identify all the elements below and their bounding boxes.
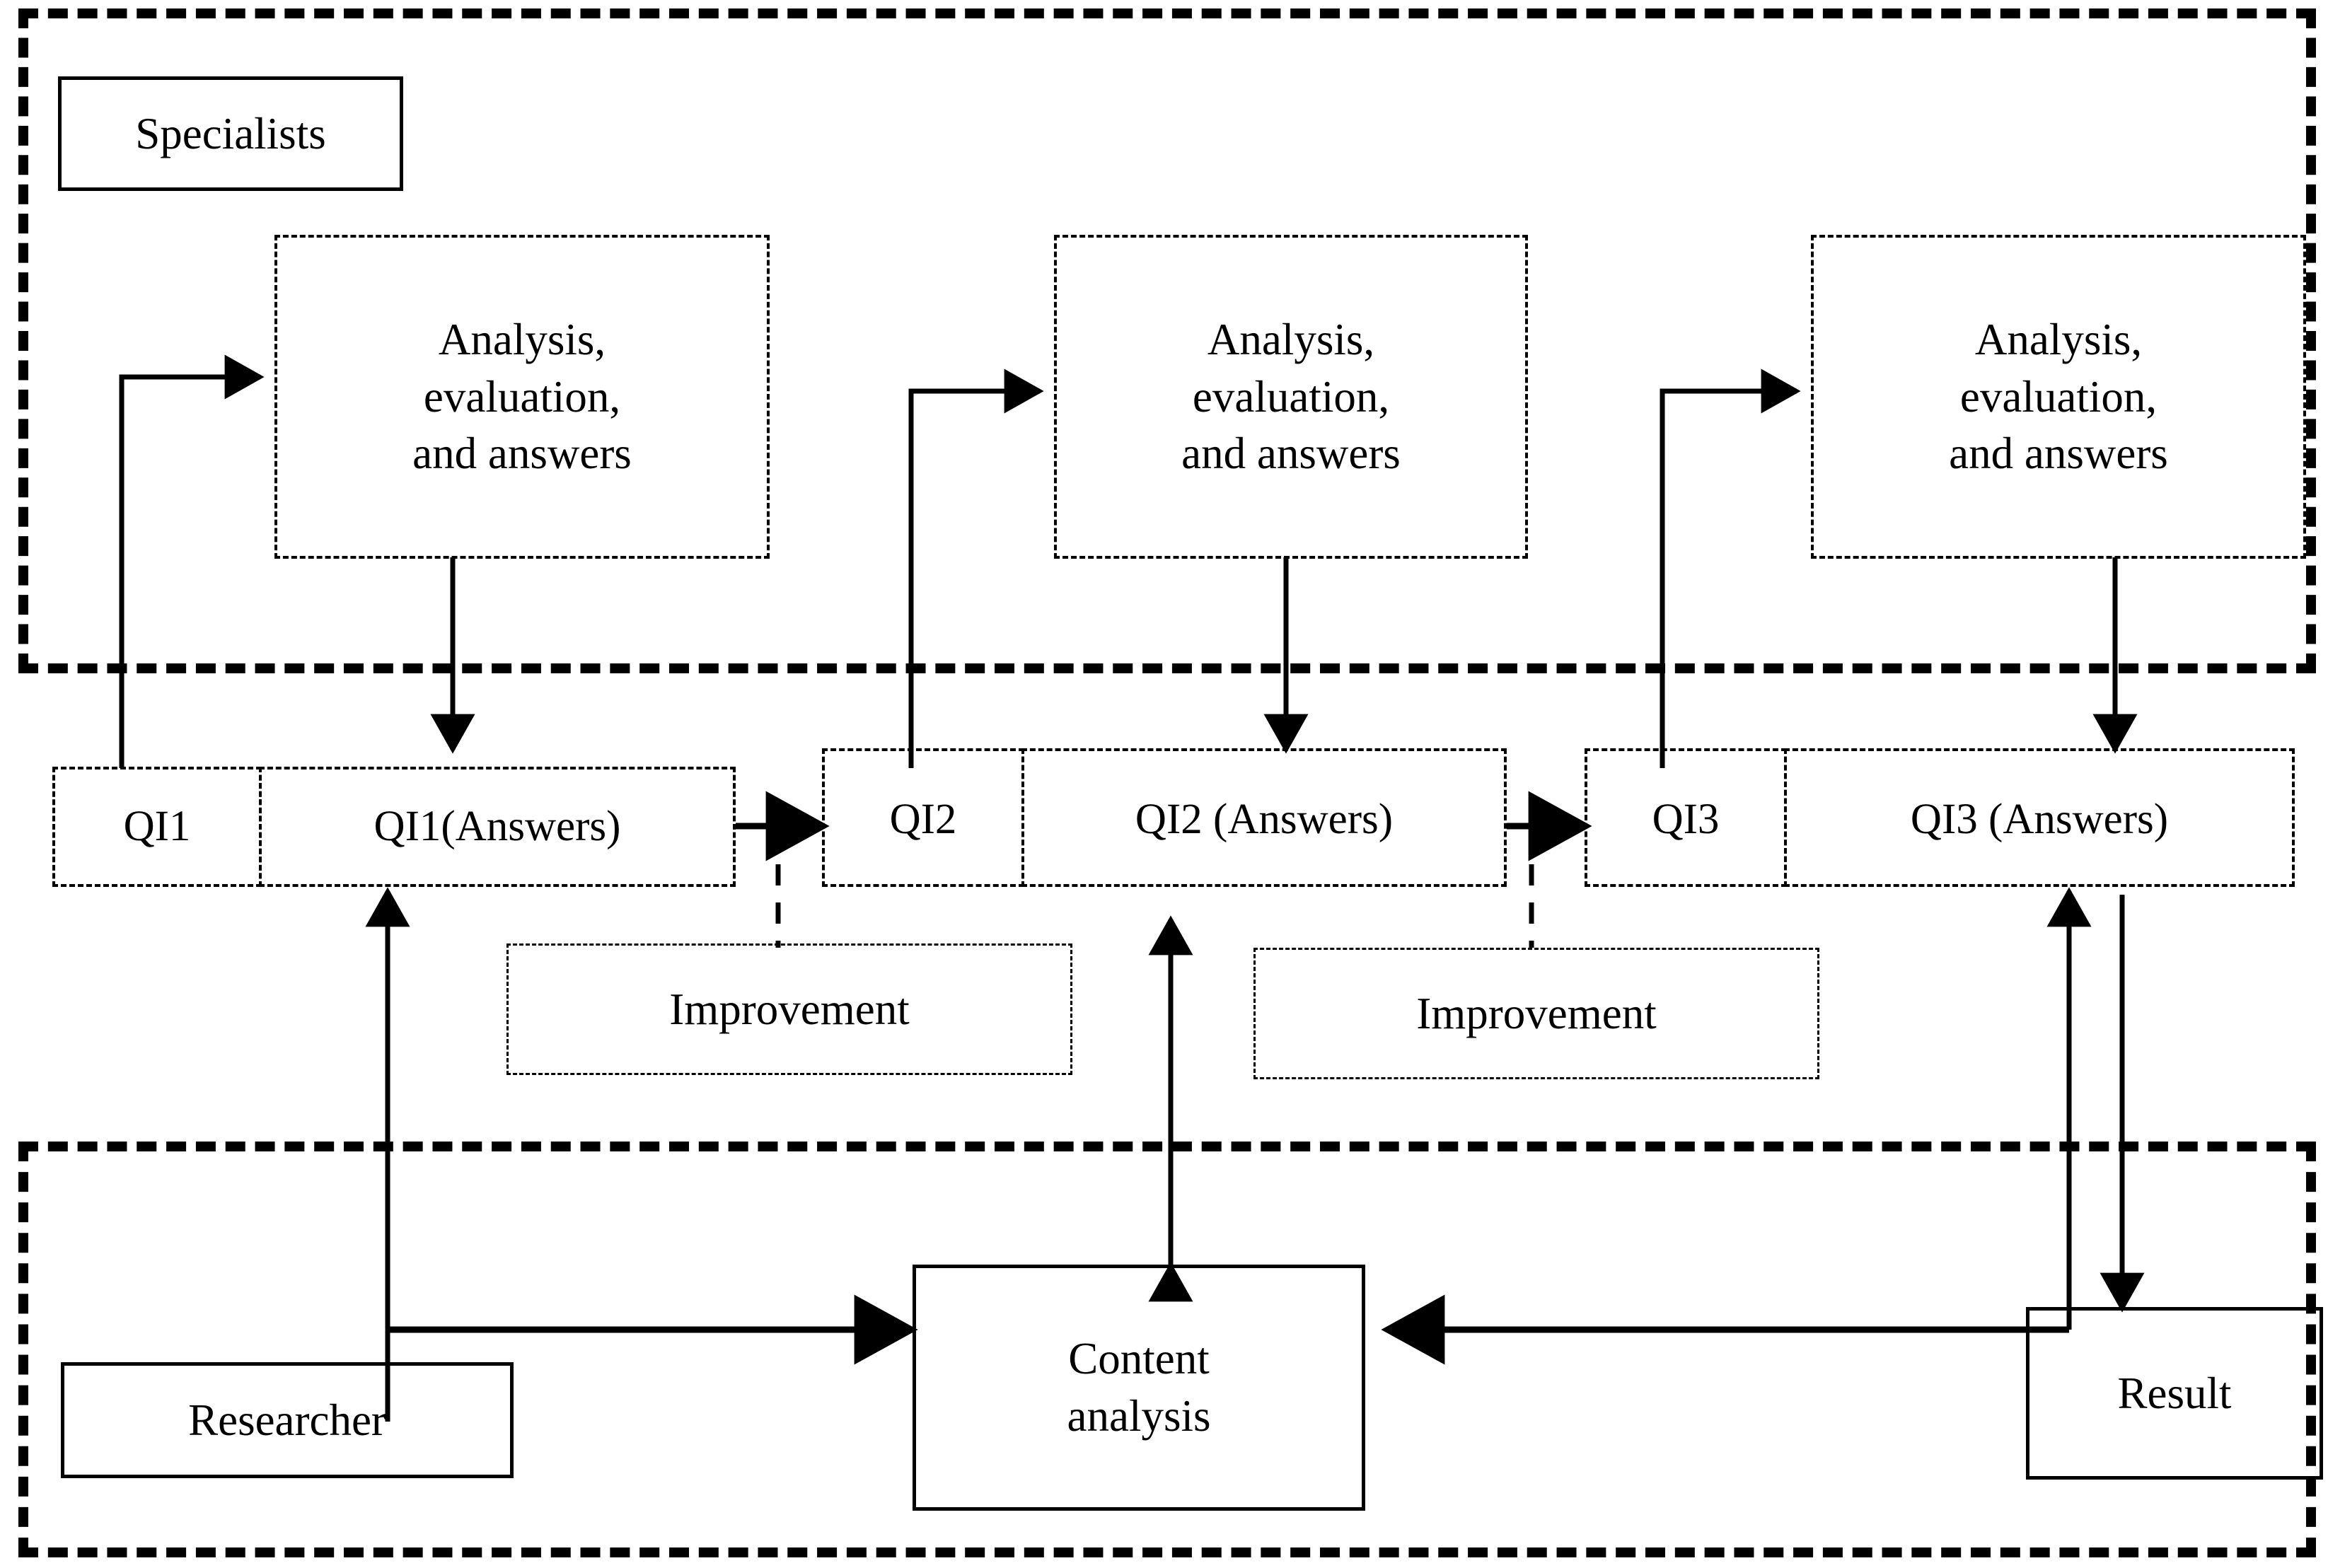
analysis-line-1: Analysis, <box>1207 315 1375 365</box>
content-analysis-line-2: analysis <box>1067 1391 1211 1441</box>
improvement-box-1: Improvement <box>506 943 1072 1075</box>
qi1-label: QI1 <box>123 802 191 850</box>
qi3-group: QI3 QI3 (Answers) <box>1585 748 2295 887</box>
analysis-line-3: and answers <box>1949 429 2168 479</box>
analysis-box-3: Analysis, evaluation, and answers <box>1811 235 2306 559</box>
qi3-answers-label: QI3 (Answers) <box>1910 795 2169 843</box>
qi2-label: QI2 <box>889 795 957 843</box>
qi1-answers-label-wrap: QI1(Answers) <box>259 767 736 887</box>
qi1-label-wrap: QI1 <box>52 767 262 887</box>
content-analysis-box: Content analysis <box>913 1265 1365 1511</box>
improvement-box-2: Improvement <box>1253 948 1819 1079</box>
qi2-answers-label-wrap: QI2 (Answers) <box>1021 760 1507 880</box>
analysis-line-1: Analysis, <box>438 315 606 365</box>
improvement-label: Improvement <box>1416 988 1657 1038</box>
analysis-line-2: evaluation, <box>1959 371 2158 422</box>
analysis-box-2: Analysis, evaluation, and answers <box>1054 235 1528 559</box>
content-analysis-line-1: Content <box>1068 1334 1210 1384</box>
qi3-label: QI3 <box>1652 795 1720 843</box>
qi3-answers-label-wrap: QI3 (Answers) <box>1784 760 2295 880</box>
result-box: Result <box>2026 1307 2323 1480</box>
qi2-answers-cell <box>1021 748 1507 887</box>
analysis-line-3: and answers <box>1181 429 1401 479</box>
improvement-label: Improvement <box>669 984 910 1034</box>
researcher-box: Researcher <box>61 1362 514 1478</box>
qi1-answers-cell <box>259 767 736 887</box>
qi2-answers-label: QI2 (Answers) <box>1135 795 1394 843</box>
analysis-line-2: evaluation, <box>423 371 621 422</box>
analysis-line-3: and answers <box>412 429 632 479</box>
specialists-label: Specialists <box>135 108 326 158</box>
qi3-label-wrap: QI3 <box>1585 760 1787 880</box>
qi2-label-wrap: QI2 <box>822 760 1024 880</box>
analysis-line-1: Analysis, <box>1974 315 2143 365</box>
specialists-box: Specialists <box>58 76 403 191</box>
result-label: Result <box>2117 1368 2232 1418</box>
qi1-group: QI1 QI1(Answers) <box>52 767 736 887</box>
analysis-box-1: Analysis, evaluation, and answers <box>274 235 770 559</box>
qi1-answers-label: QI1(Answers) <box>373 802 621 850</box>
researcher-label: Researcher <box>188 1395 386 1445</box>
qi2-group: QI2 QI2 (Answers) <box>822 748 1507 887</box>
qi3-answers-cell <box>1784 748 2295 887</box>
analysis-line-2: evaluation, <box>1192 371 1390 422</box>
swimlane-specialists <box>18 8 2316 673</box>
